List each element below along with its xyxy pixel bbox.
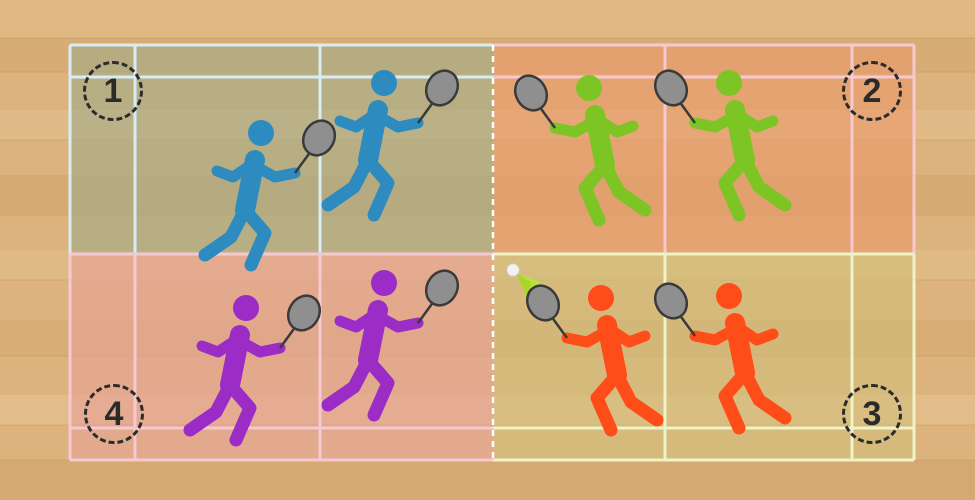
- zone-3-badge: 3: [842, 384, 902, 444]
- green-player-2-icon: [645, 55, 795, 245]
- green-player-1-icon: [505, 60, 655, 250]
- orange-player-2-icon: [645, 268, 795, 458]
- zone-4-badge: 4: [84, 384, 144, 444]
- zone-1-badge: 1: [83, 61, 143, 121]
- zone-2-badge: 2: [842, 61, 902, 121]
- blue-player-2-icon: [318, 55, 468, 245]
- purple-player-2-icon: [318, 255, 468, 445]
- purple-player-1-icon: [180, 280, 330, 470]
